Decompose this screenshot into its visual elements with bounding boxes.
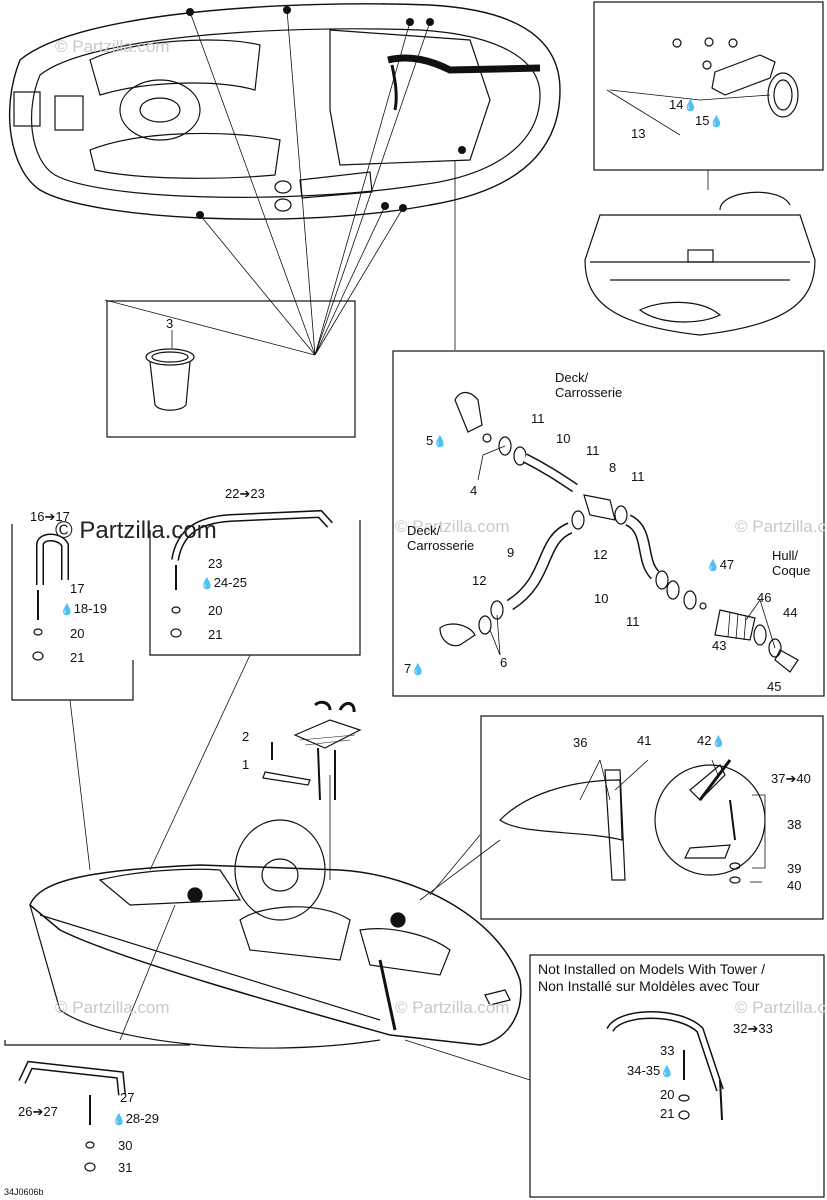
callout-36: 36 <box>573 735 588 750</box>
drop-icon: 💧 <box>411 664 425 676</box>
callout-7: 7💧 <box>404 661 425 676</box>
watermark: © Partzilla.com <box>735 517 827 536</box>
callout-10: 10 <box>556 431 571 446</box>
callout-42: 42💧 <box>697 733 726 748</box>
callout-24-25: 💧24-25 <box>200 575 247 590</box>
callout-21: 21 <box>70 650 85 665</box>
callout-38: 38 <box>787 817 802 832</box>
callout-46: 46 <box>757 590 772 605</box>
drain-hose-assembly <box>439 391 799 673</box>
deck-top-view <box>8 3 561 356</box>
callout-4: 4 <box>470 483 478 498</box>
drop-icon: 💧 <box>660 1066 674 1078</box>
callout-18-19: 💧18-19 <box>60 601 107 616</box>
diagram-code: 34J0606b <box>4 1187 44 1197</box>
stern-eye-box <box>593 1 824 171</box>
callout-20: 20 <box>660 1087 675 1102</box>
tower-rail <box>606 1011 724 1121</box>
watermark: © Partzilla.com <box>55 37 170 56</box>
stern-eye-icon <box>606 37 799 190</box>
callout-32-33: 32➔33 <box>733 1021 773 1036</box>
callout-40: 40 <box>787 878 802 893</box>
callout-21: 21 <box>208 627 223 642</box>
callout-30: 30 <box>118 1138 133 1153</box>
callout-28-29: 💧28-29 <box>112 1111 159 1126</box>
watermark: © Partzilla.com <box>55 998 170 1017</box>
callout-6: 6 <box>500 655 508 670</box>
label-deck-left: Deck/Carrosserie <box>407 523 475 553</box>
console-bracket <box>262 700 362 801</box>
drop-icon: 💧 <box>709 116 724 128</box>
callout-21: 21 <box>660 1106 675 1121</box>
main-boat <box>29 819 522 1049</box>
handrail-22-23 <box>149 509 361 656</box>
callout-9: 9 <box>507 545 515 560</box>
drop-icon: 💧 <box>60 604 74 616</box>
callout-8: 8 <box>609 460 617 475</box>
callout-11: 11 <box>626 614 640 629</box>
label-hull: Hull/Coque <box>772 548 811 578</box>
drop-icon: 💧 <box>706 560 720 572</box>
windshield-box <box>480 715 824 920</box>
stern-view <box>584 191 816 336</box>
callout-20: 20 <box>70 626 85 641</box>
callout-17: 17 <box>70 581 85 596</box>
tower-note-box <box>529 954 825 1198</box>
callout-13: 13 <box>631 126 646 141</box>
callout-3: 3 <box>166 316 174 331</box>
drop-icon: 💧 <box>683 100 698 112</box>
tower-note: Not Installed on Models With Tower /Non … <box>538 961 765 994</box>
callout-23: 23 <box>208 556 223 571</box>
callout-20: 20 <box>208 603 223 618</box>
watermark: © Partzilla.com <box>735 998 827 1017</box>
bow-rail <box>4 1040 190 1172</box>
watermark: © Partzilla.com <box>395 517 510 536</box>
callout-26-27: 26➔27 <box>18 1104 58 1119</box>
callout-41: 41 <box>637 733 652 748</box>
handrail-16-17 <box>11 524 134 701</box>
callout-39: 39 <box>787 861 802 876</box>
callout-43: 43 <box>712 638 727 653</box>
callout-22-23: 22➔23 <box>225 486 265 501</box>
callout-34-35: 34-35💧 <box>627 1063 674 1078</box>
callout-10: 10 <box>594 591 609 606</box>
callout-12: 12 <box>593 547 608 562</box>
drop-icon: 💧 <box>711 736 726 748</box>
watermark-main: © Partzilla.com <box>55 517 217 544</box>
callout-11: 11 <box>631 469 645 484</box>
callout-5: 5💧 <box>426 433 447 448</box>
drop-icon: 💧 <box>433 436 447 448</box>
drop-icon: 💧 <box>112 1114 126 1126</box>
callout-27: 27 <box>120 1090 135 1105</box>
callout-31: 31 <box>118 1160 133 1175</box>
callout-45: 45 <box>767 679 782 694</box>
cup-holder-box <box>106 300 356 438</box>
callout-47: 💧47 <box>706 557 735 572</box>
callout-15: 15💧 <box>695 113 724 128</box>
drain-hose-box <box>392 350 825 697</box>
callout-44: 44 <box>783 605 798 620</box>
callout-33: 33 <box>660 1043 675 1058</box>
callout-2: 2 <box>242 729 250 744</box>
callout-11: 11 <box>531 411 545 426</box>
callout-16-17: 16➔17 <box>30 509 70 524</box>
label-deck-top: Deck/Carrosserie <box>555 370 623 400</box>
callout-11: 11 <box>586 443 600 458</box>
drop-icon: 💧 <box>200 578 214 590</box>
watermark: © Partzilla.com <box>395 998 510 1017</box>
callout-37-40: 37➔40 <box>771 771 811 786</box>
windshield-detail <box>419 759 766 901</box>
callout-12: 12 <box>472 573 487 588</box>
callout-14: 14💧 <box>669 97 698 112</box>
callout-1: 1 <box>242 757 250 772</box>
cup-holder-icon <box>145 330 195 411</box>
